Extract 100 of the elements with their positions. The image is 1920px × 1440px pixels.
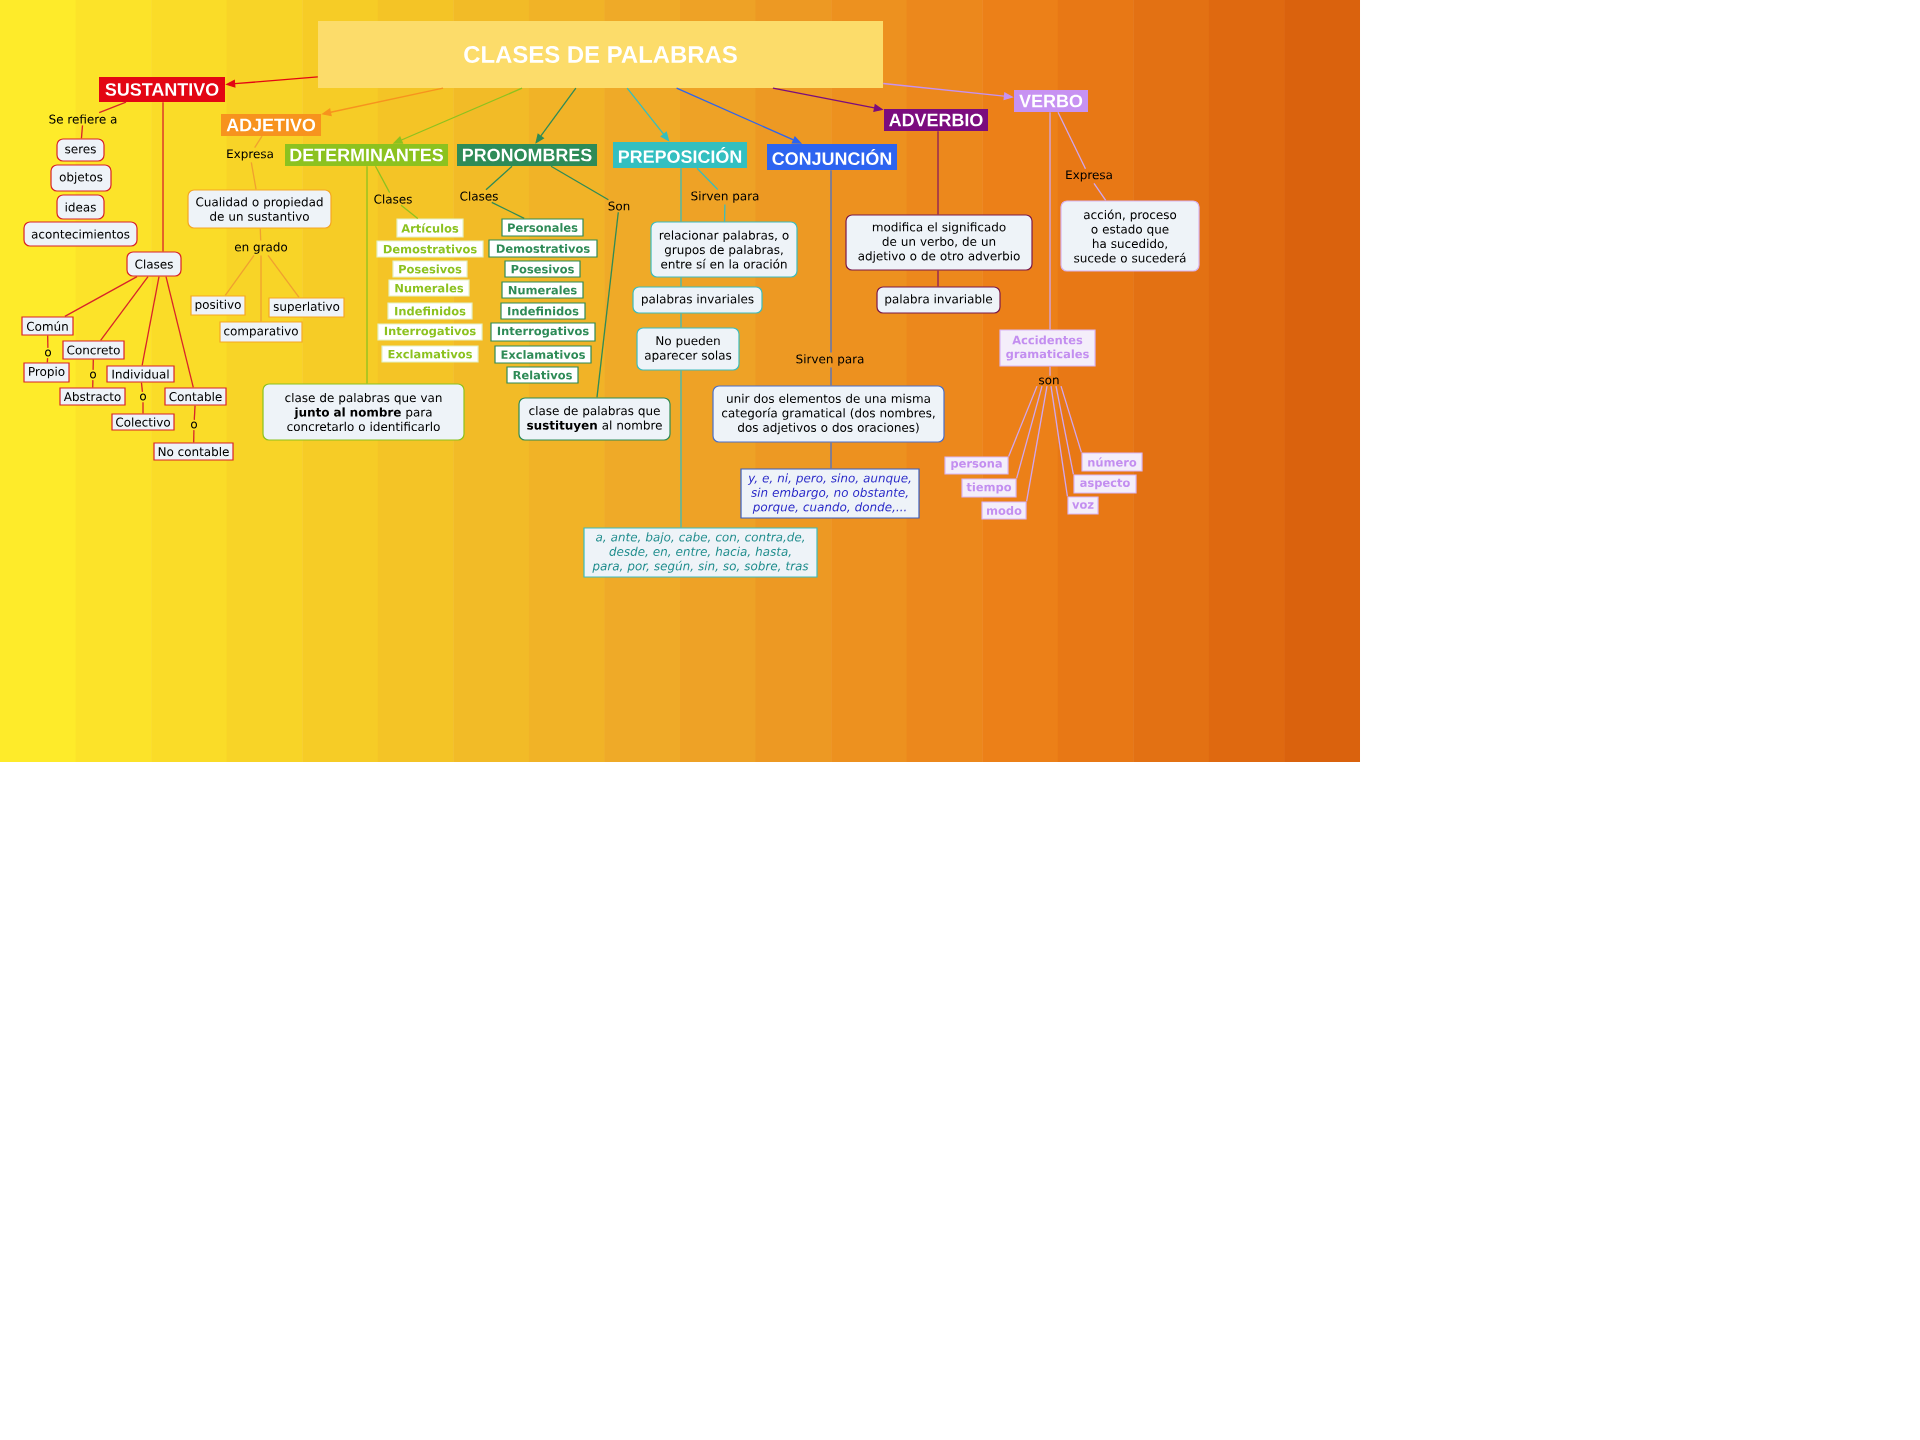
concept-box: Clases xyxy=(126,251,182,277)
term-box: Individual xyxy=(106,365,175,383)
linking-phrase: Clases xyxy=(374,194,412,204)
linking-phrase: Clases xyxy=(460,191,498,201)
term-box: persona xyxy=(944,456,1009,475)
connector-line xyxy=(830,366,832,387)
term-box: Indefinidos xyxy=(500,302,586,320)
connector-line xyxy=(1057,111,1087,170)
term-box: voz xyxy=(1067,496,1099,515)
term-box: aspecto xyxy=(1073,474,1137,494)
connector-line xyxy=(680,276,682,288)
connector-line xyxy=(80,124,84,140)
category-banner: SUSTANTIVO xyxy=(99,77,225,102)
connector-line xyxy=(680,312,682,329)
term-box: Artículos xyxy=(396,218,464,238)
concept-box: modifica el significado de un verbo, de un adjetivo o de otro adverbio xyxy=(845,214,1033,271)
term-box: comparativo xyxy=(219,321,303,343)
term-box: Posesivos xyxy=(392,260,468,278)
linking-phrase: Se refiere a xyxy=(49,114,117,124)
connector-line xyxy=(596,211,619,399)
connector-line xyxy=(254,135,263,149)
term-box: Accidentes gramaticales xyxy=(999,329,1096,367)
connector-line xyxy=(47,334,49,349)
example-box: a, ante, bajo, cabe, con, contra,de, desde, en, entre, hacia, hasta, para, por, según, sin, so, sobre, tras xyxy=(583,527,818,578)
connector-line xyxy=(550,165,610,201)
term-box: número xyxy=(1081,452,1143,472)
term-box: Abstracto xyxy=(59,387,126,406)
category-banner: CONJUNCIÓN xyxy=(767,144,897,170)
connector-line xyxy=(937,130,939,216)
connector-line xyxy=(259,227,262,242)
linking-phrase: Expresa xyxy=(1066,170,1112,182)
linking-phrase: Expresa xyxy=(227,149,273,161)
concept-box: No pueden aparecer solas xyxy=(636,327,740,371)
term-box: Relativos xyxy=(506,366,579,384)
connector-line xyxy=(1055,385,1075,476)
connector-line xyxy=(98,101,127,114)
term-box: positivo xyxy=(190,295,246,316)
connector-line xyxy=(64,275,138,318)
term-box: Exclamativos xyxy=(381,345,479,363)
title-banner: CLASES DE PALABRAS xyxy=(318,21,883,88)
connector-line xyxy=(46,357,49,364)
connector-line xyxy=(193,429,195,444)
connector-line xyxy=(224,254,255,297)
connector-line xyxy=(1060,385,1083,454)
linking-phrase: son xyxy=(1039,377,1059,385)
connector-line xyxy=(1049,365,1051,377)
connector-line xyxy=(140,381,144,393)
concept-box: seres xyxy=(56,138,105,162)
connector-line xyxy=(1050,385,1069,498)
connector-line xyxy=(680,369,682,529)
linking-phrase: Sirven para xyxy=(691,191,759,203)
connector-line xyxy=(193,404,196,421)
term-box: Personales xyxy=(501,218,584,237)
term-box: Demostrativos xyxy=(376,240,484,258)
connector-line xyxy=(366,165,368,385)
term-box: Exclamativos xyxy=(494,345,592,364)
connector-line xyxy=(142,401,144,415)
term-box: Numerales xyxy=(501,281,584,299)
category-banner: PRONOMBRES xyxy=(457,144,597,166)
linking-phrase: o xyxy=(191,421,197,429)
connector-line xyxy=(165,275,194,389)
category-banner: VERBO xyxy=(1014,90,1088,112)
concept-box: relacionar palabras, o grupos de palabras, entre sí en la oración xyxy=(650,221,798,278)
category-banner: ADVERBIO xyxy=(884,109,988,131)
term-box: Interrogativos xyxy=(377,323,483,341)
connector-line xyxy=(1093,182,1107,202)
term-box: modo xyxy=(981,501,1027,520)
connector-line xyxy=(162,101,164,253)
linking-phrase: o xyxy=(90,371,96,379)
concept-box: clase de palabras que sustituyen al nombre xyxy=(518,397,671,441)
connector-line xyxy=(250,161,257,191)
linking-phrase: o xyxy=(45,349,51,357)
connector-line xyxy=(696,167,719,191)
connector-line xyxy=(830,169,832,354)
term-box: Demostrativos xyxy=(488,239,598,258)
linking-phrase: o xyxy=(140,393,146,401)
concept-box: unir dos elementos de una misma categoría gramatical (dos nombres, dos adjetivos o dos oraciones) xyxy=(712,385,945,443)
term-box: Interrogativos xyxy=(490,322,596,342)
connector-line xyxy=(92,379,94,389)
linking-phrase: Sirven para xyxy=(796,354,864,366)
arrow xyxy=(626,87,670,142)
connector-line xyxy=(1025,385,1048,503)
linking-phrase: en grado xyxy=(234,242,288,254)
term-box: Posesivos xyxy=(504,260,581,278)
connector-line xyxy=(92,358,94,371)
term-box: Común xyxy=(21,316,74,336)
arrow xyxy=(535,87,577,144)
term-box: tiempo xyxy=(961,478,1017,498)
connector-line xyxy=(260,254,262,323)
concept-box: palabra invariable xyxy=(876,286,1001,314)
concept-box: clase de palabras que van junto al nombre para concretarlo o identificarlo xyxy=(262,383,465,441)
term-box: Propio xyxy=(23,362,70,383)
term-box: Contable xyxy=(164,387,227,406)
term-box: Colectivo xyxy=(111,413,175,431)
connector-line xyxy=(99,275,149,342)
term-box: No contable xyxy=(153,442,234,461)
linking-phrase: Son xyxy=(608,201,630,211)
term-box: Indefinidos xyxy=(387,302,473,320)
concept-box: ideas xyxy=(56,194,105,220)
concept-box: Cualidad o propiedad de un sustantivo xyxy=(187,189,332,229)
